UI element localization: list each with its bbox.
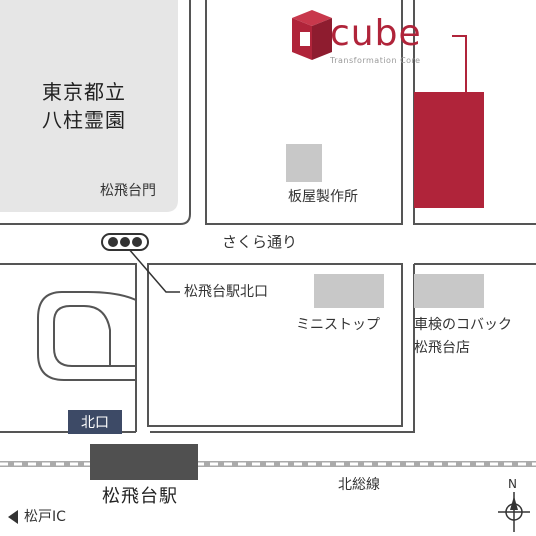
station-label: 松飛台駅 — [102, 486, 178, 507]
target-building — [414, 92, 484, 208]
traffic-light-dot — [132, 237, 142, 247]
north-exit-intersection-label: 松飛台駅北口 — [184, 284, 268, 300]
ministop-label: ミニストップ — [296, 317, 380, 333]
cube-logo-icon — [292, 10, 332, 60]
traffic-light-icon — [101, 233, 149, 251]
traffic-light-dot — [120, 237, 130, 247]
triangle-left-icon — [8, 510, 18, 524]
kobac-label-2: 松飛台店 — [414, 340, 470, 356]
railway-label: 北総線 — [338, 477, 380, 493]
cemetery-gate-label: 松飛台門 — [100, 183, 156, 199]
kobac-building — [414, 274, 484, 308]
station-platform — [90, 444, 198, 480]
brand-name: cube — [330, 13, 422, 54]
kobac-label-1: 車検のコバック — [414, 317, 512, 333]
itaya-building — [286, 144, 322, 182]
traffic-light-dot — [108, 237, 118, 247]
compass-icon — [498, 492, 530, 532]
north-exit-tag: 北口 — [68, 410, 122, 434]
cemetery-block — [0, 0, 178, 212]
target-leader-line — [452, 35, 467, 92]
cemetery-label-2: 八柱霊園 — [42, 108, 126, 132]
itaya-label: 板屋製作所 — [288, 189, 358, 205]
ministop-building — [314, 274, 384, 308]
intersection-leader-line — [127, 247, 180, 293]
sakura-street-label: さくら通り — [222, 233, 298, 251]
cemetery-label-1: 東京都立 — [42, 80, 126, 104]
north-label: N — [508, 477, 517, 491]
brand-tagline: Transformation Core — [330, 56, 421, 65]
ic-label: 松戸IC — [24, 509, 66, 525]
